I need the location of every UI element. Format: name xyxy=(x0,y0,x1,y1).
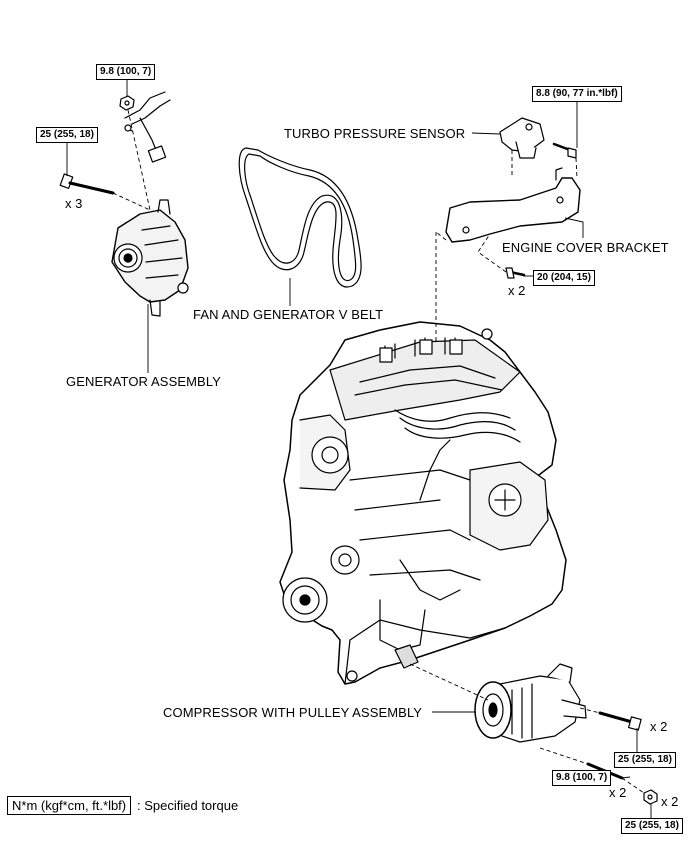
dash-nut xyxy=(621,777,645,794)
qty-compressor-nut: x 2 xyxy=(661,794,679,809)
torque-compressor-stud: 9.8 (100, 7) xyxy=(552,770,612,786)
torque-bracket-bolt: 20 (204, 15) xyxy=(533,270,595,286)
turbo-pressure-sensor-illustration xyxy=(499,117,545,159)
generator-illustration xyxy=(111,199,189,317)
v-belt-illustration xyxy=(238,147,362,288)
generator-wire-harness xyxy=(119,91,171,163)
qty-bracket-bolt: x 2 xyxy=(508,283,526,298)
leader-bracket-label xyxy=(564,217,584,238)
bracket-bolt xyxy=(505,267,526,279)
label-compressor-with-pulley: COMPRESSOR WITH PULLEY ASSEMBLY xyxy=(163,705,423,720)
compressor-nut xyxy=(643,789,658,805)
engine-block-illustration xyxy=(279,321,567,685)
leader-turbo-label xyxy=(471,132,501,135)
dash-bracket-to-engine-2 xyxy=(435,231,447,241)
leader-stud xyxy=(621,776,631,779)
qty-generator-bolt: x 3 xyxy=(65,196,83,211)
legend-unit-box: N*m (kgf*cm, ft.*lbf) xyxy=(7,796,132,815)
dash-sensor-bolt xyxy=(575,157,578,179)
compressor-illustration xyxy=(474,663,587,743)
engine-cover-bracket-illustration xyxy=(445,167,581,243)
torque-turbo-sensor-bolt: 8.8 (90, 77 in.*lbf) xyxy=(532,86,622,102)
label-fan-generator-v-belt: FAN AND GENERATOR V BELT xyxy=(193,307,384,322)
dash-comp-to-block xyxy=(409,663,489,701)
sensor-bolt xyxy=(552,142,577,159)
qty-compressor-bolt: x 2 xyxy=(650,719,668,734)
torque-generator-bolt: 25 (255, 18) xyxy=(36,127,98,143)
dash-gen-bolt xyxy=(112,192,151,211)
dash-stud xyxy=(539,747,589,765)
legend-meaning: : Specified torque xyxy=(137,798,239,813)
compressor-bolt xyxy=(598,711,642,731)
torque-generator-nut: 9.8 (100, 7) xyxy=(96,64,156,80)
label-turbo-pressure-sensor: TURBO PRESSURE SENSOR xyxy=(284,126,466,141)
torque-compressor-bolt: 25 (255, 18) xyxy=(614,752,676,768)
generator-bolt xyxy=(59,173,115,195)
torque-compressor-nut: 25 (255, 18) xyxy=(621,818,683,834)
qty-compressor-stud: x 2 xyxy=(609,785,627,800)
dash-gen-wire xyxy=(127,109,151,211)
dash-comp-bolt xyxy=(579,707,601,714)
label-engine-cover-bracket: ENGINE COVER BRACKET xyxy=(502,240,669,255)
label-generator-assembly: GENERATOR ASSEMBLY xyxy=(66,374,221,389)
